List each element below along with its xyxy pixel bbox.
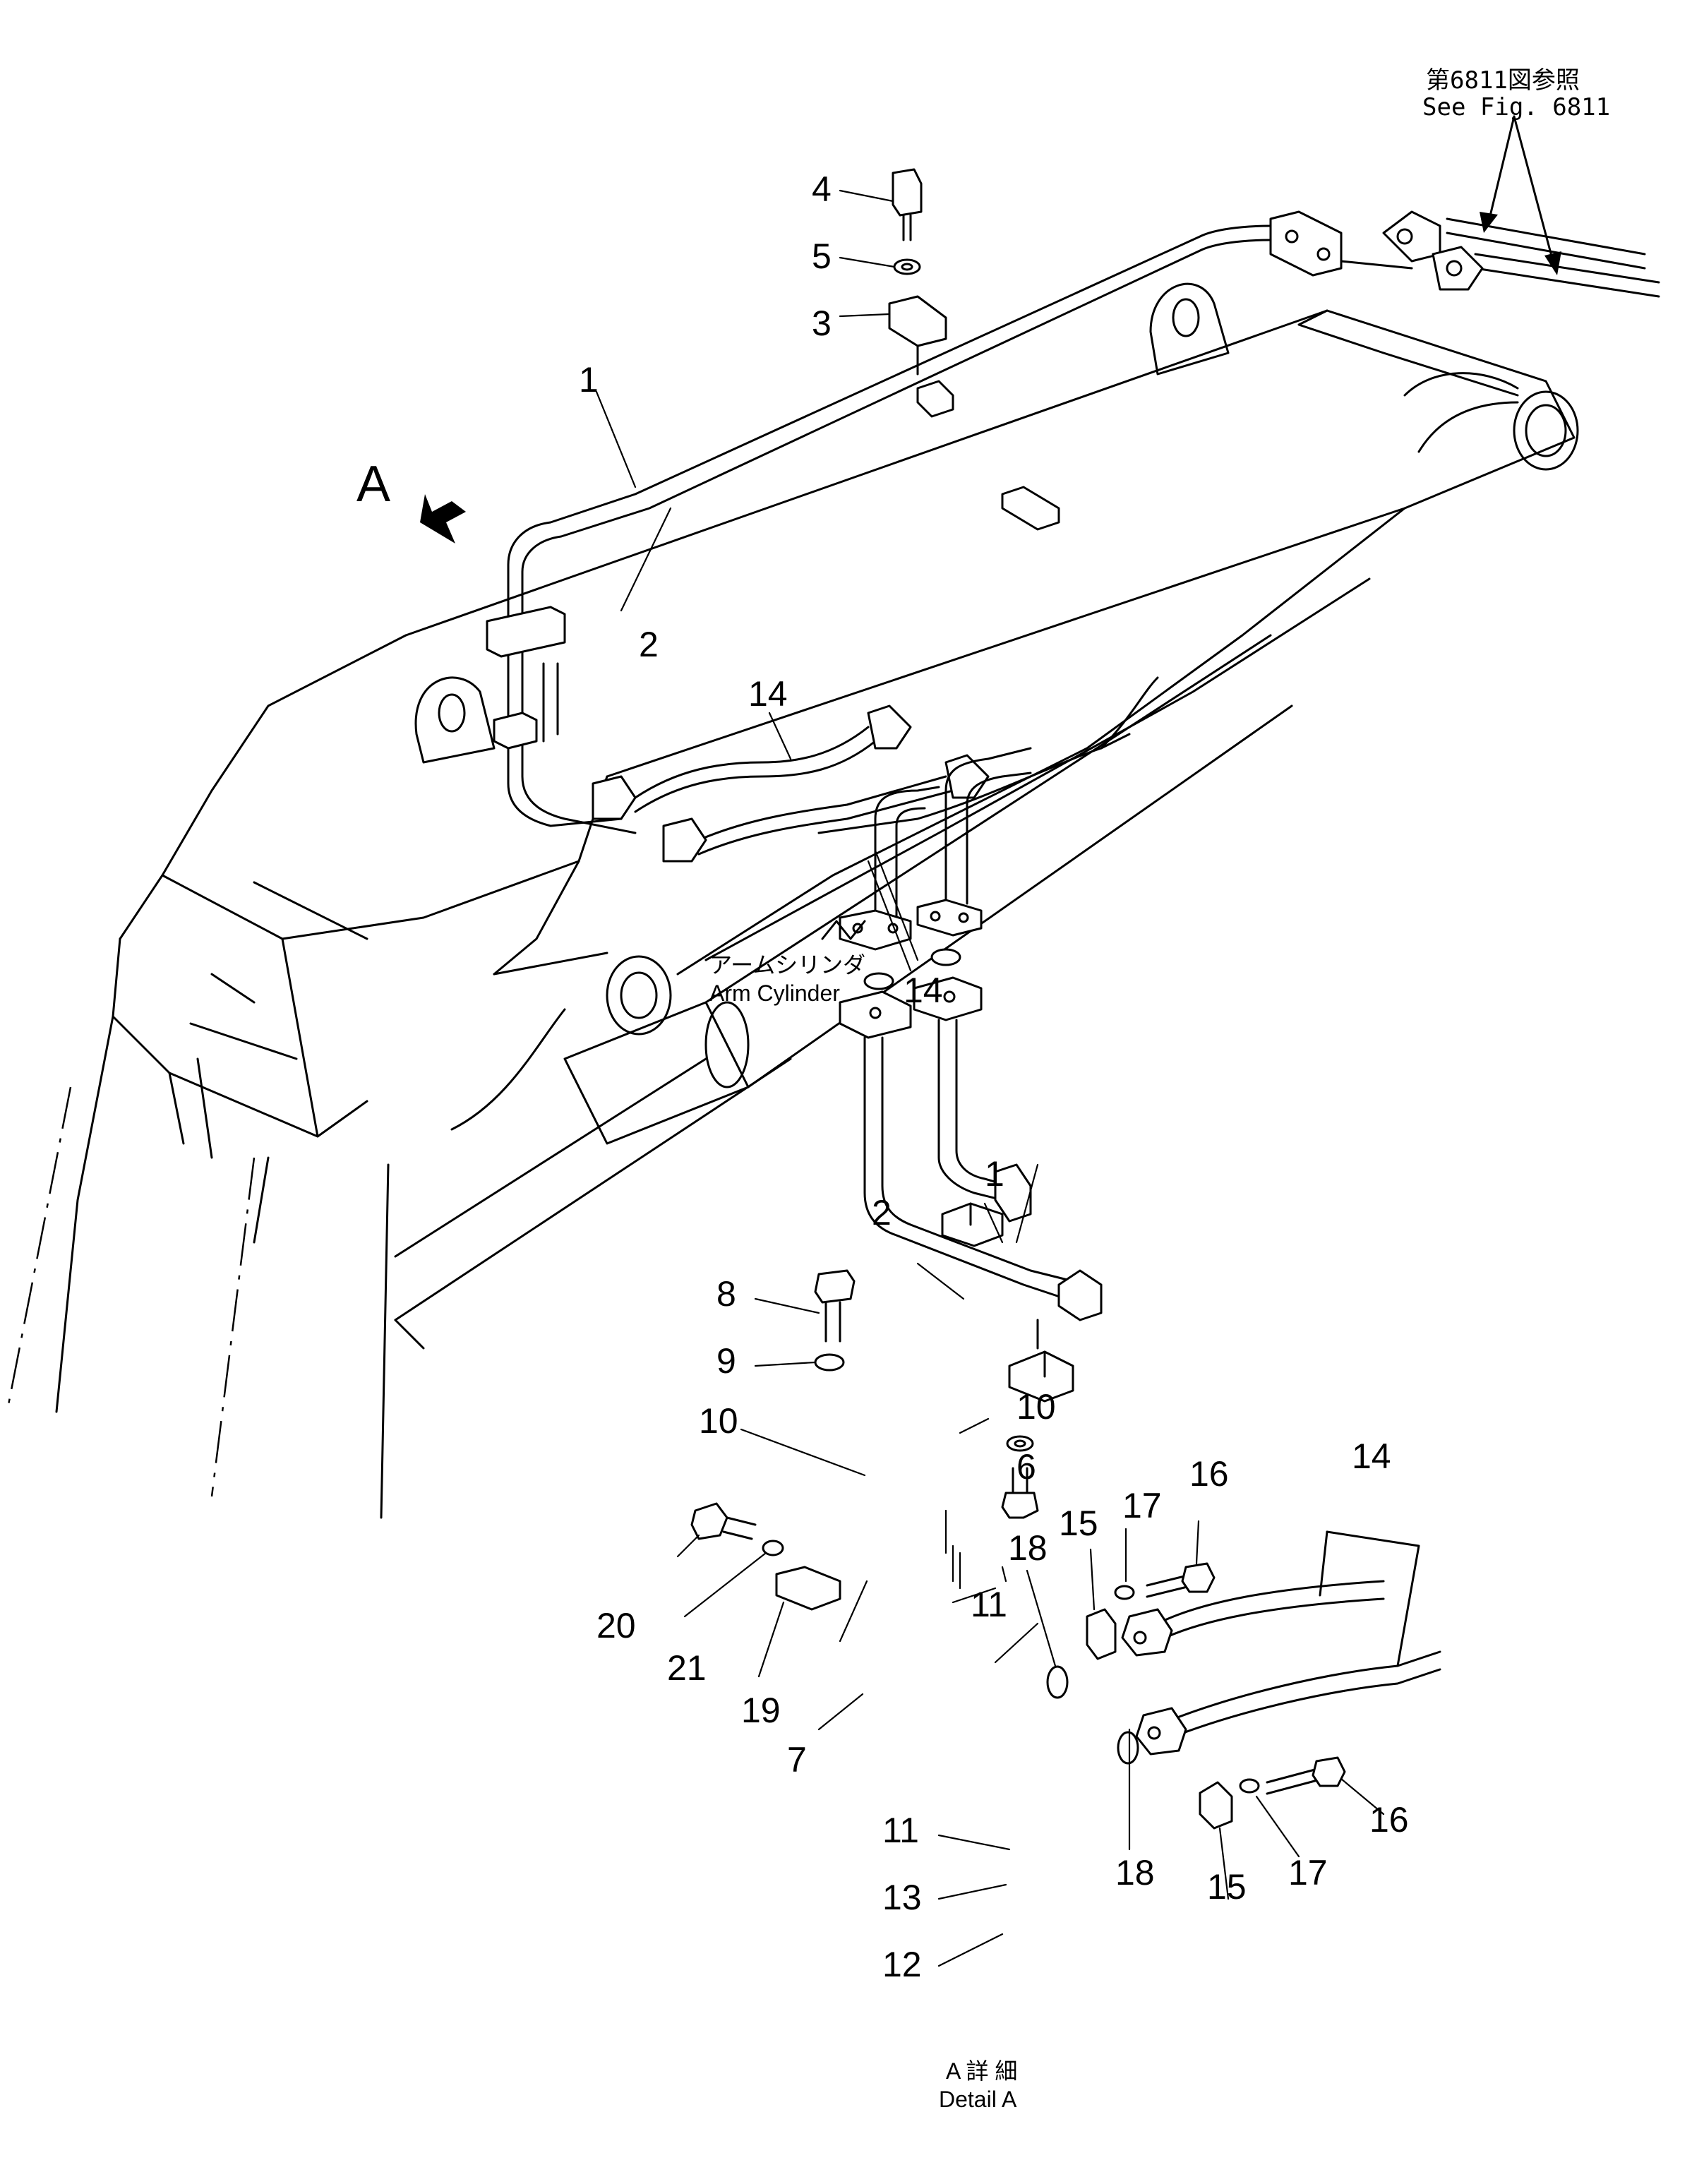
- callouts-detail: 1 2 6 7 8 9 10 10 11 11 12 13 14 15 15 1…: [596, 1154, 1409, 1984]
- callout: 10: [1016, 1387, 1056, 1427]
- callout: 2: [872, 1193, 892, 1232]
- callout: 11: [971, 1585, 1007, 1624]
- callout: 13: [882, 1878, 922, 1917]
- callout: 12: [882, 1945, 922, 1984]
- callout: 17: [1122, 1486, 1162, 1525]
- view-arrow-a: [420, 494, 466, 544]
- callout: 3: [812, 304, 832, 343]
- callout: 4: [812, 169, 832, 209]
- hoses-main: [592, 676, 1159, 863]
- bolt-4-shape: [892, 168, 923, 217]
- detail-title: A 詳 細 Detail A: [939, 2058, 1017, 2112]
- callout: 7: [787, 1740, 807, 1780]
- callout: 19: [741, 1691, 781, 1730]
- callout: 9: [716, 1341, 736, 1381]
- callout: 8: [716, 1274, 736, 1314]
- callout: 15: [1207, 1867, 1247, 1907]
- callout: 18: [1115, 1853, 1155, 1892]
- reference-pipes: [1340, 210, 1660, 298]
- callouts-main: 1 2 3 4 5 14 14: [579, 169, 943, 1010]
- callout: 16: [1369, 1800, 1409, 1840]
- callout: 14: [748, 674, 788, 714]
- callout: 2: [639, 625, 659, 664]
- callout: 5: [812, 236, 832, 276]
- callout: 1: [985, 1154, 1004, 1194]
- arm-cylinder-jp: アームシリンダ: [709, 952, 865, 978]
- reference-note: 第6811図参照 See Fig. 6811: [1422, 66, 1610, 121]
- reference-note-en: See Fig. 6811: [1422, 93, 1610, 121]
- callout: 16: [1189, 1454, 1229, 1494]
- hydraulic-pipes-main: [486, 210, 1343, 834]
- callout: 20: [596, 1606, 636, 1645]
- reference-arrows: [1480, 115, 1561, 275]
- detail-title-en: Detail A: [939, 2087, 1017, 2112]
- callout: 17: [1288, 1853, 1328, 1892]
- callout: 11: [882, 1811, 919, 1850]
- clamp-parts-top: [888, 168, 947, 376]
- callout: 14: [904, 971, 943, 1010]
- callout: 15: [1059, 1504, 1098, 1543]
- reference-note-jp: 第6811図参照: [1426, 66, 1580, 95]
- callout: 14: [1352, 1436, 1391, 1476]
- detail-a-drawing: [690, 747, 1441, 1830]
- view-marker: A: [356, 456, 390, 512]
- callout: 1: [579, 360, 599, 400]
- arm-cylinder-label: アームシリンダ Arm Cylinder: [709, 952, 865, 1006]
- leader-lines: [595, 189, 1385, 1967]
- callout: 18: [1008, 1528, 1048, 1568]
- boom-assembly: [6, 282, 1579, 1519]
- callout: 6: [1016, 1447, 1036, 1487]
- detail-title-jp: A 詳 細: [946, 2058, 1017, 2084]
- arm-cylinder-en: Arm Cylinder: [709, 980, 840, 1006]
- callout: 21: [667, 1648, 707, 1688]
- callout: 10: [699, 1401, 738, 1441]
